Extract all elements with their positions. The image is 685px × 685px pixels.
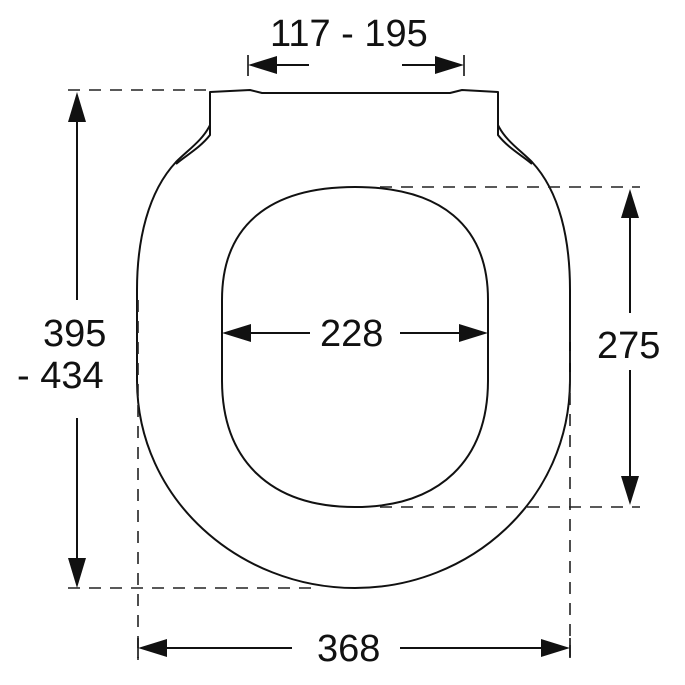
opening-length-label: 275 xyxy=(597,325,661,367)
arrow-right-icon xyxy=(435,56,464,74)
arrow-left-icon xyxy=(222,324,251,342)
arrow-down-icon xyxy=(68,558,86,588)
opening-width-label: 228 xyxy=(320,313,384,355)
seat-hinge-detail-left xyxy=(175,125,211,165)
hinge-spacing-label: 117 - 195 xyxy=(270,13,428,55)
seat-hinge-detail-right xyxy=(497,125,533,165)
arrow-right-icon xyxy=(541,639,570,657)
arrow-down-icon xyxy=(621,476,639,505)
arrow-left-icon xyxy=(248,56,277,74)
seat-opening-outline xyxy=(221,186,489,508)
arrow-up-icon xyxy=(621,189,639,218)
arrow-up-icon xyxy=(68,92,86,122)
arrow-right-icon xyxy=(459,324,488,342)
overall-length-label-line1: 395 xyxy=(43,313,107,355)
arrow-left-icon xyxy=(138,639,167,657)
overall-width-label: 368 xyxy=(317,628,381,670)
seat-outer-outline xyxy=(136,89,571,589)
overall-length-label-line2: - 434 xyxy=(17,355,104,397)
